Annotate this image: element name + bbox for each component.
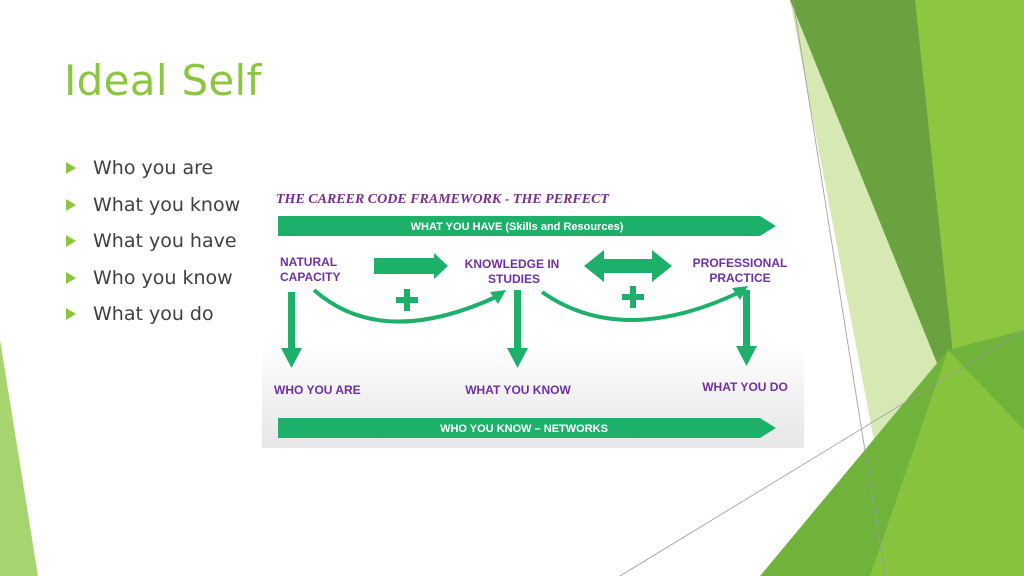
framework-heading: THE CAREER CODE FRAMEWORK - THE PERFECT bbox=[276, 192, 610, 207]
node-professional-line1: PROFESSIONAL bbox=[693, 256, 788, 270]
triangle-bullet-icon bbox=[66, 308, 76, 321]
triangle-bullet-icon bbox=[66, 198, 76, 211]
bullet-item: Who you know bbox=[66, 260, 240, 297]
deco-shape-light bbox=[790, 0, 1024, 576]
bullet-item: Who you are bbox=[66, 150, 240, 187]
plus-icon-left bbox=[396, 289, 418, 311]
bullet-text: Who you are bbox=[93, 157, 214, 180]
slide-title: Ideal Self bbox=[64, 56, 262, 105]
curve-arrowhead-right bbox=[732, 286, 748, 300]
deco-shape-pale-left bbox=[0, 340, 38, 576]
outcome-who-you-are: WHO YOU ARE bbox=[274, 383, 361, 397]
deco-line-1 bbox=[792, 0, 886, 576]
node-natural-capacity-line2: CAPACITY bbox=[280, 270, 340, 284]
right-arrow-icon bbox=[374, 253, 448, 279]
framework-svg: THE CAREER CODE FRAMEWORK - THE PERFECT … bbox=[274, 192, 788, 438]
deco-shape-dark bbox=[790, 0, 960, 420]
node-knowledge-line1: KNOWLEDGE IN bbox=[465, 257, 560, 271]
node-knowledge-line2: STUDIES bbox=[488, 272, 540, 286]
bullet-item: What you know bbox=[66, 187, 240, 224]
bullet-item: What you do bbox=[66, 296, 240, 333]
bottom-band-arrow bbox=[278, 418, 776, 438]
outcome-what-you-do: WHAT YOU DO bbox=[702, 380, 788, 394]
triangle-bullet-icon bbox=[66, 271, 76, 284]
bullet-text: What you have bbox=[93, 230, 237, 253]
double-arrow-icon bbox=[584, 250, 672, 282]
down-arrow-who-you-are bbox=[281, 292, 302, 368]
bullet-text: What you do bbox=[93, 303, 214, 326]
bullet-text: Who you know bbox=[93, 266, 233, 289]
curve-arrowhead-left bbox=[490, 290, 506, 304]
triangle-bullet-icon bbox=[66, 235, 76, 248]
node-natural-capacity-line1: NATURAL bbox=[280, 255, 337, 269]
top-band-label: WHAT YOU HAVE (Skills and Resources) bbox=[411, 221, 624, 233]
down-arrow-what-you-do bbox=[736, 290, 757, 366]
outcome-what-you-know: WHAT YOU KNOW bbox=[465, 383, 571, 397]
top-band-arrow bbox=[278, 216, 776, 236]
bottom-band-label: WHO YOU KNOW – NETWORKS bbox=[440, 423, 608, 435]
curve-arrow-right bbox=[540, 290, 741, 322]
career-code-framework-diagram: THE CAREER CODE FRAMEWORK - THE PERFECT … bbox=[262, 180, 804, 448]
plus-icon-right bbox=[622, 286, 644, 308]
bullet-list: Who you are What you know What you have … bbox=[66, 150, 240, 333]
curve-arrow-left bbox=[312, 288, 499, 324]
deco-shape-mid bbox=[915, 0, 1024, 576]
deco-shape-bottom-light bbox=[870, 350, 1024, 576]
bullet-text: What you know bbox=[93, 193, 241, 216]
down-arrow-what-you-know bbox=[507, 290, 528, 368]
triangle-bullet-icon bbox=[66, 162, 76, 175]
bullet-item: What you have bbox=[66, 223, 240, 260]
node-professional-line2: PRACTICE bbox=[709, 271, 770, 285]
